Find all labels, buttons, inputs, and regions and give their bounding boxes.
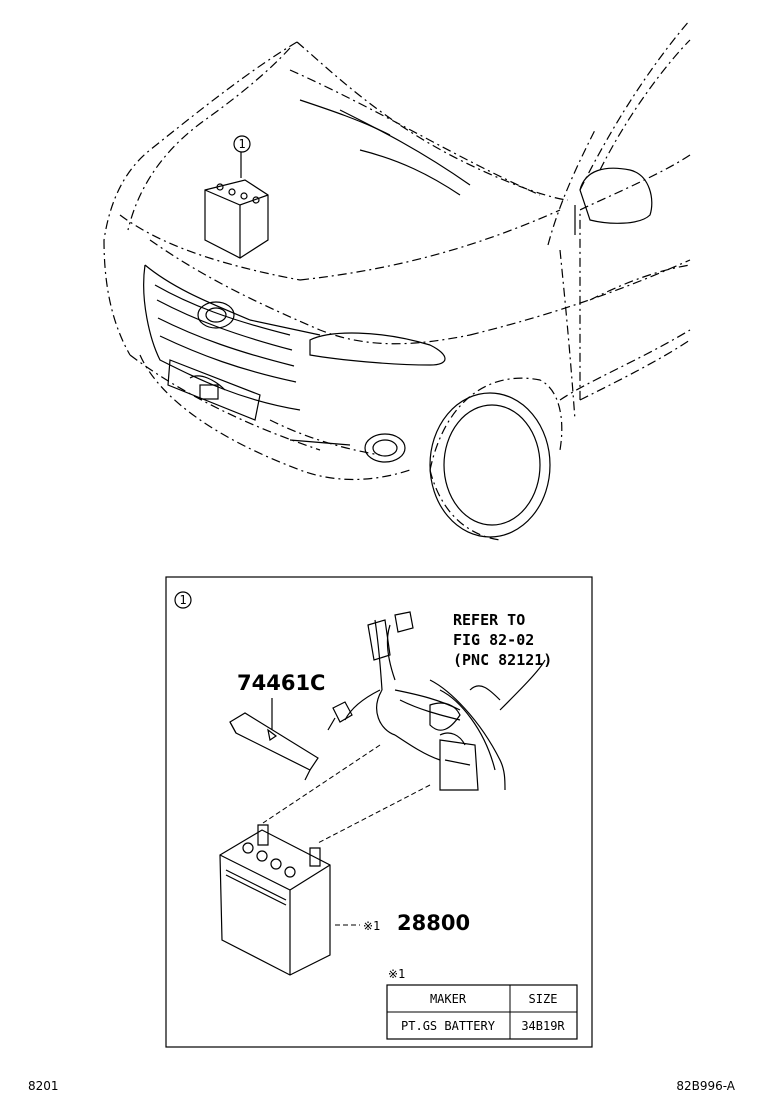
spec-cell-size: 34B19R <box>521 1019 565 1033</box>
part-number-cover: 74461C <box>237 671 325 695</box>
battery-location-icon <box>204 152 269 259</box>
spec-note-mark: ※1 <box>388 967 405 981</box>
footer-illustration-id: 82B996-A <box>676 1079 735 1093</box>
footer-page-code: 8201 <box>28 1079 59 1093</box>
battery-part <box>219 824 331 976</box>
spec-header-size: SIZE <box>529 992 558 1006</box>
spec-table: MAKER SIZE PT.GS BATTERY 34B19R <box>386 984 578 1040</box>
refer-line-1: REFER TO <box>453 611 525 629</box>
callout-number-main: 1 <box>238 137 245 151</box>
connection-line-negative <box>317 784 431 844</box>
refer-line-2: FIG 82-02 <box>453 631 534 649</box>
car-front-illustration <box>103 19 691 541</box>
refer-line-3: (PNC 82121) <box>453 651 552 669</box>
battery-cover-part <box>229 712 319 781</box>
callout-circle-main <box>233 135 251 153</box>
wire-harness-part <box>327 611 546 791</box>
callout-number-detail: 1 <box>179 593 186 607</box>
detail-frame <box>165 576 593 1048</box>
spec-header-maker: MAKER <box>430 992 467 1006</box>
spec-cell-maker: PT.GS BATTERY <box>401 1019 496 1033</box>
connection-line-positive <box>262 744 381 824</box>
battery-note-mark: ※1 <box>363 919 380 933</box>
callout-circle-detail <box>174 591 192 609</box>
part-number-battery: 28800 <box>397 911 470 935</box>
